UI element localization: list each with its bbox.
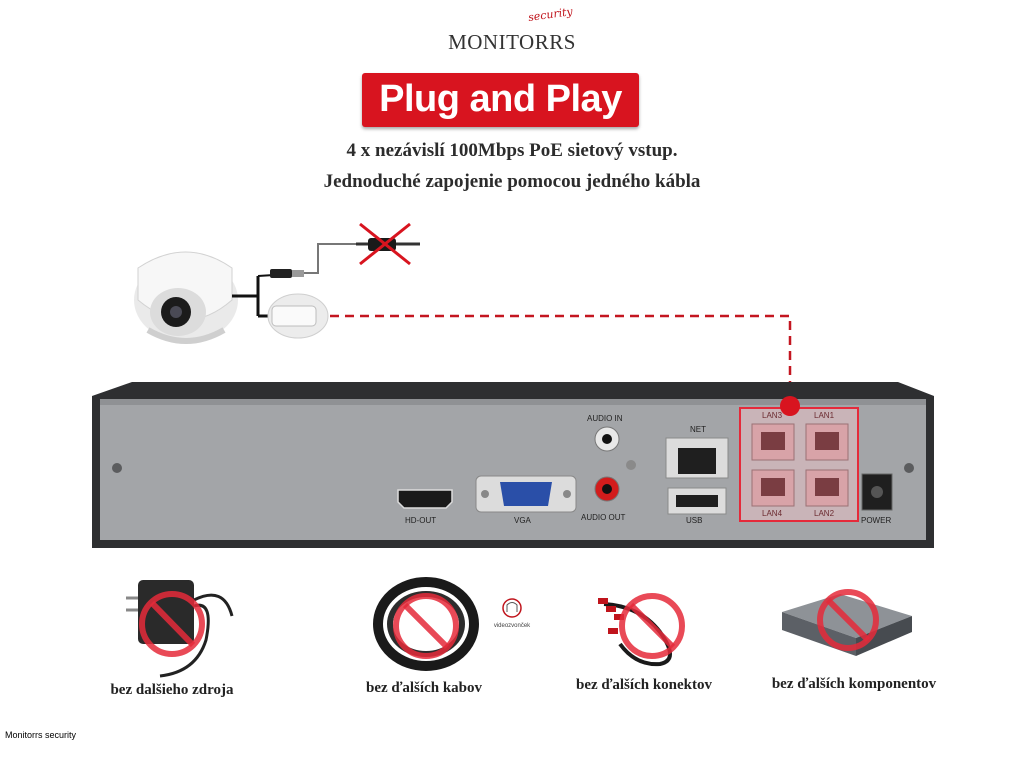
brand-name: MONITORRS	[448, 30, 576, 54]
cable-coil-icon	[373, 577, 479, 671]
net-port	[665, 437, 729, 479]
lan1-label: LAN1	[814, 411, 835, 420]
lan4-label: LAN4	[762, 509, 783, 518]
vga-port	[475, 475, 577, 513]
watermark-text: videozvonček	[493, 623, 531, 629]
brand-logo: MONITORRS	[0, 30, 1024, 55]
watermark-logo-icon	[502, 598, 522, 618]
lan2-label: LAN2	[814, 509, 835, 518]
camera-cable	[232, 243, 356, 339]
hdmi-port	[397, 489, 453, 509]
subtitle-line-2: Jednoduché zapojenie pomocou jedného káb…	[323, 171, 701, 192]
banner-title: Plug and Play	[379, 78, 622, 120]
net-label: NET	[690, 425, 706, 434]
crossed-injector-icon	[356, 222, 420, 266]
plug-and-play-banner: Plug and Play	[362, 73, 639, 127]
hd-out-label: HD-OUT	[405, 516, 437, 525]
vga-label: VGA	[514, 516, 531, 525]
feature-caption-components: bez ďalších komponentov	[771, 676, 937, 692]
connection-point-icon	[780, 396, 800, 416]
lan3-label: LAN3	[762, 411, 783, 420]
nvr-device	[92, 382, 934, 548]
power-label: POWER	[861, 516, 892, 525]
feature-caption-cables: bez ďalších kabov	[365, 680, 482, 696]
subtitle-line-1: 4 x nezávislí 100Mbps PoE sietový vstup.	[346, 140, 678, 161]
usb-port	[667, 487, 727, 515]
footer-text: Monitorrs security	[5, 730, 77, 740]
usb-label: USB	[686, 516, 703, 525]
feature-caption-power: bez dalšieho zdroja	[110, 682, 234, 698]
connection-line	[330, 314, 792, 404]
splitter-cable-icon	[598, 593, 685, 667]
audio-out-port	[594, 460, 636, 502]
audio-in-label: AUDIO IN	[587, 414, 623, 423]
lan-ports	[739, 407, 859, 522]
power-port	[861, 473, 893, 511]
audio-in-port	[594, 426, 620, 452]
dome-camera-icon	[134, 251, 238, 344]
power-adapter-icon	[126, 580, 234, 678]
feature-caption-connectors: bez ďalších konektov	[575, 677, 712, 693]
audio-out-label: AUDIO OUT	[581, 513, 626, 522]
network-switch-icon	[782, 589, 912, 656]
